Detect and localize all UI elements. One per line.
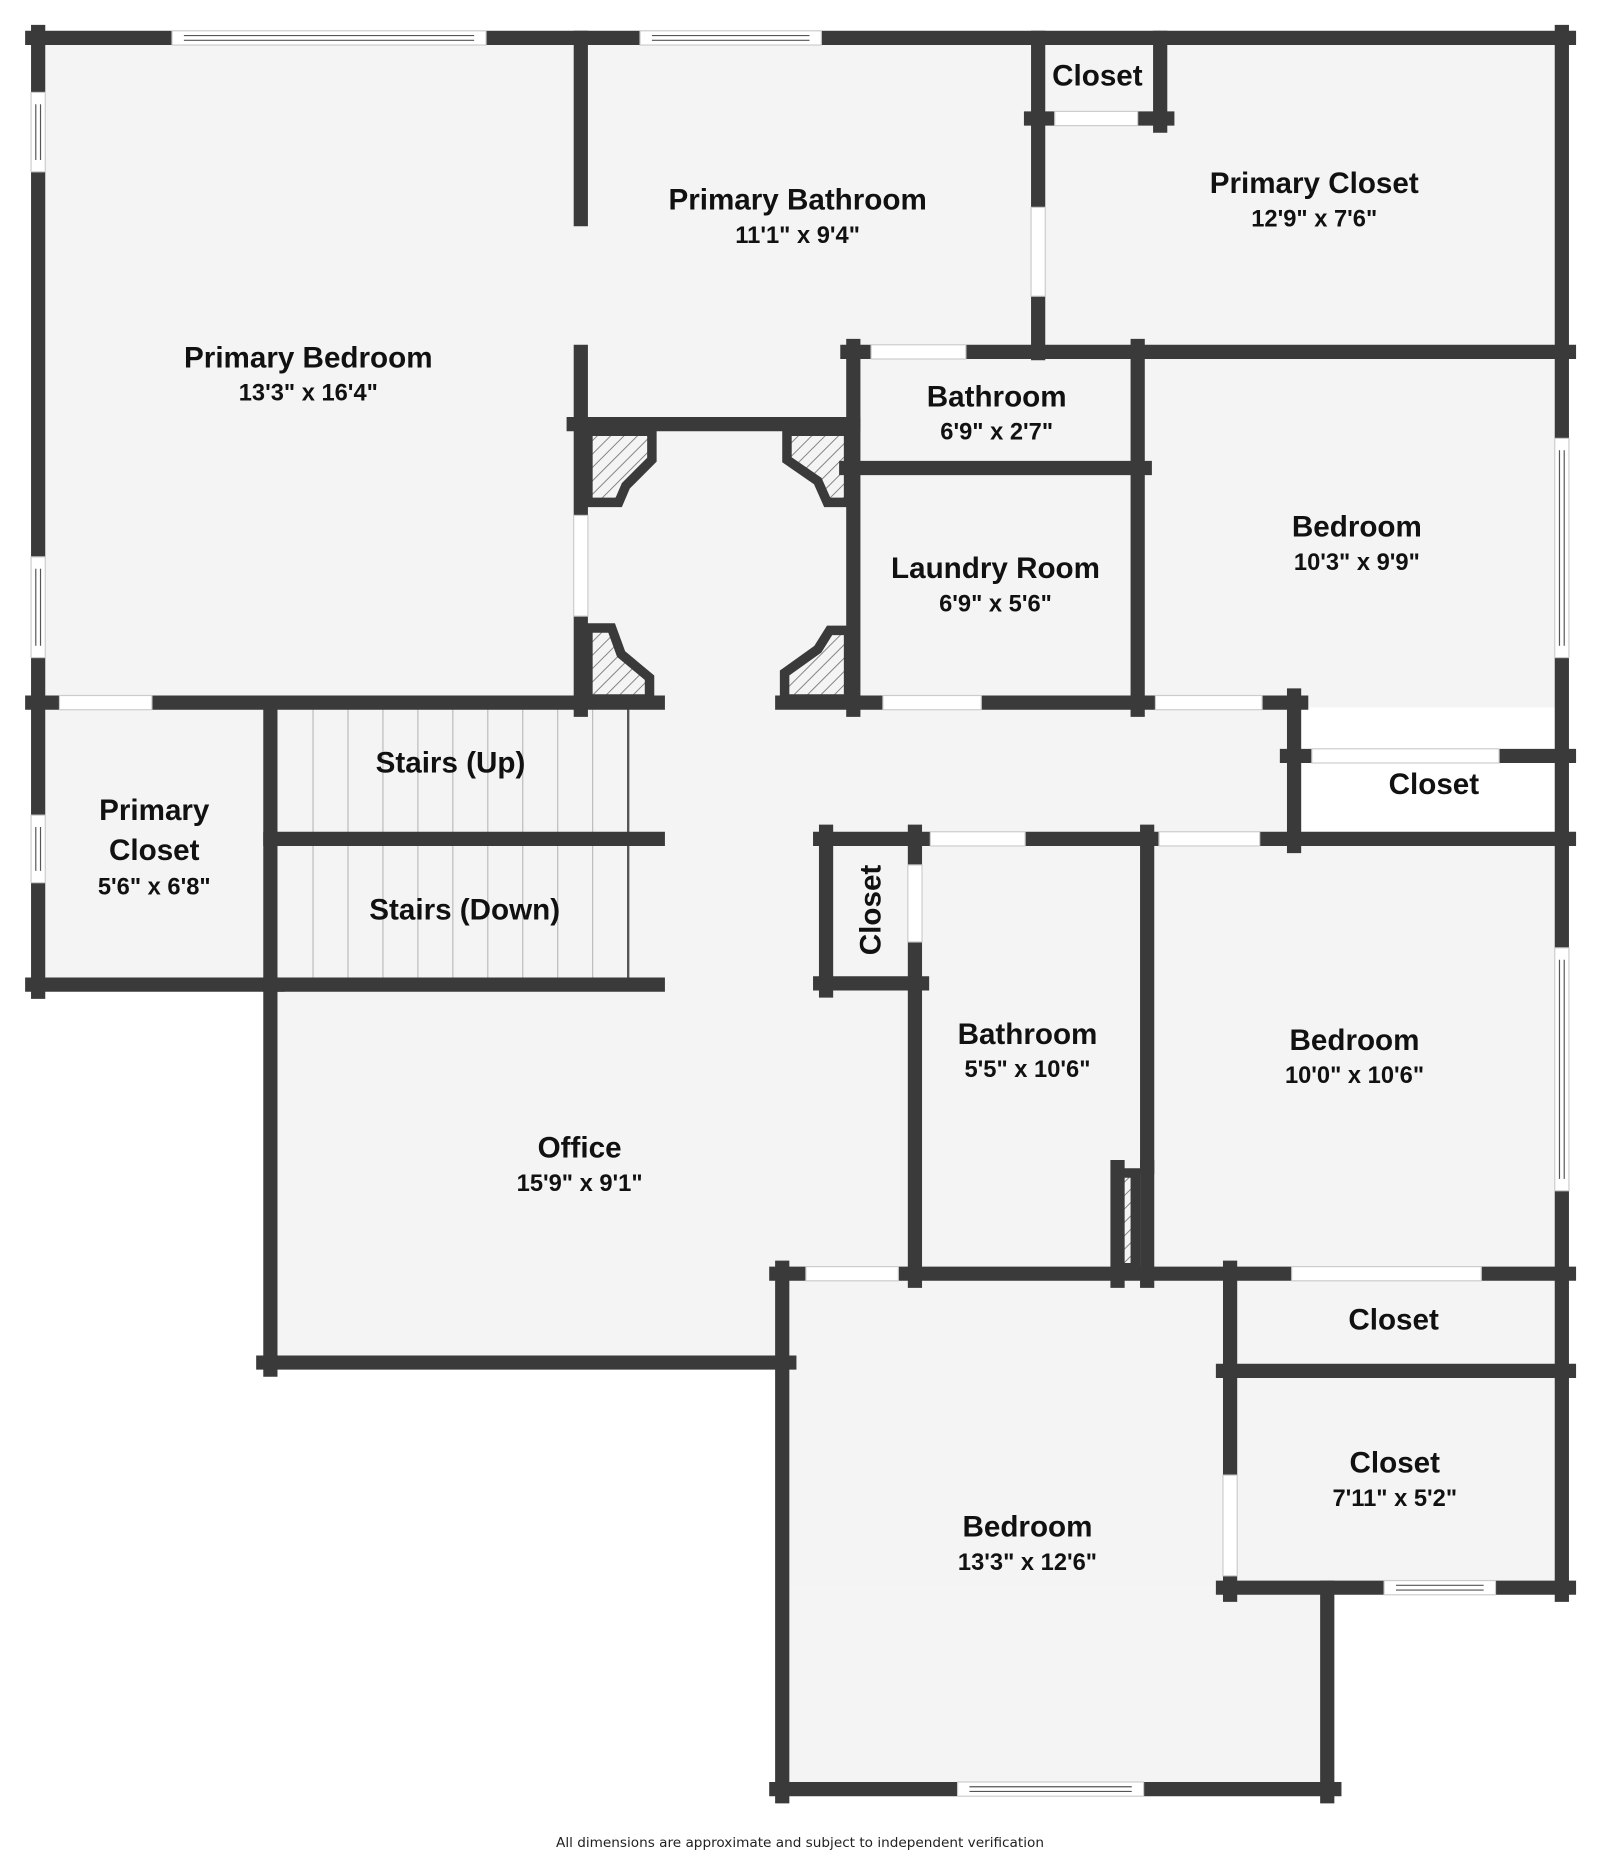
room-labels: Primary Bedroom 13'3" x 16'4" Primary Bat… (98, 59, 1479, 1576)
room-name: Bathroom (958, 1018, 1098, 1051)
window (639, 30, 822, 46)
room-closet-top: Closet (1052, 59, 1143, 92)
room-name: Stairs (Down) (369, 893, 560, 926)
room-dims: 6'9" x 2'7" (940, 420, 1053, 446)
room-dims: 11'1" x 9'4" (735, 223, 860, 249)
floor-area (782, 1273, 1569, 1588)
room-stairs-down: Stairs (Down) (369, 893, 560, 926)
room-name: Stairs (Up) (376, 747, 526, 780)
doorway (870, 344, 967, 360)
room-primary-bathroom: Primary Bathroom 11'1" x 9'4" (668, 184, 926, 249)
room-name: Closet (1350, 1447, 1441, 1480)
window (30, 91, 46, 173)
room-name: Bedroom (1292, 511, 1422, 544)
room-dims: 10'0" x 10'6" (1285, 1063, 1424, 1089)
hatched-columns (583, 426, 1141, 1273)
floor-area (38, 702, 276, 985)
room-office: Office 15'9" x 9'1" (517, 1132, 643, 1197)
room-name: Office (538, 1132, 622, 1165)
doorway (573, 514, 589, 617)
room-stairs-up: Stairs (Up) (376, 747, 526, 780)
doorway (929, 831, 1026, 847)
doorway (1311, 748, 1500, 764)
room-name: Bedroom (963, 1511, 1093, 1544)
room-laundry: Laundry Room 6'9" x 5'6" (891, 552, 1100, 617)
room-dims: 10'3" x 9'9" (1294, 550, 1420, 576)
room-name: Primary Bedroom (184, 341, 432, 374)
floor-area (270, 702, 1302, 845)
room-dims: 7'11" x 5'2" (1332, 1486, 1457, 1512)
room-name: Primary (99, 794, 210, 827)
room-primary-closet: Primary Closet 12'9" x 7'6" (1210, 167, 1419, 232)
doorway (1154, 694, 1263, 711)
doorway (907, 864, 923, 943)
room-dims: 6'9" x 5'6" (939, 591, 1052, 617)
room-closet-mid-right: Closet (1389, 768, 1480, 801)
room-name: Closet (109, 834, 200, 867)
doorway (1291, 1265, 1482, 1282)
room-name: Primary Bathroom (668, 184, 926, 217)
doorway (882, 694, 982, 711)
room-bedroom-middle: Bedroom 10'0" x 10'6" (1285, 1024, 1424, 1089)
room-name: Laundry Room (891, 552, 1100, 585)
room-name: Closet (1348, 1303, 1439, 1336)
doorway (1158, 831, 1261, 847)
room-closet-lower: Closet (1348, 1303, 1439, 1336)
doorway (1054, 110, 1139, 127)
floor-area (38, 37, 1562, 352)
openings (30, 30, 1570, 1797)
floor-area (270, 1267, 792, 1363)
room-bathroom-hall: Bathroom 5'5" x 10'6" (958, 1018, 1098, 1083)
window (1383, 1579, 1497, 1596)
room-name: Bathroom (927, 380, 1067, 413)
window (30, 814, 46, 884)
floor-area (782, 1587, 1328, 1790)
disclaimer: All dimensions are approximate and subje… (556, 1835, 1044, 1851)
room-dims: 13'3" x 12'6" (958, 1550, 1097, 1576)
room-dims: 12'9" x 7'6" (1251, 206, 1377, 232)
room-name: Closet (855, 865, 888, 956)
room-closet-vertical: Closet (855, 865, 888, 956)
doorway (1222, 1474, 1238, 1577)
room-bedroom-east: Bedroom 10'3" x 9'9" (1292, 511, 1422, 576)
window (956, 1781, 1145, 1797)
room-name: Closet (1052, 59, 1143, 92)
room-name: Primary Closet (1210, 167, 1419, 200)
doorway (58, 694, 153, 711)
window (1554, 437, 1570, 659)
window (30, 556, 46, 659)
room-bedroom-south: Bedroom 13'3" x 12'6" (958, 1511, 1097, 1576)
room-dims: 5'5" x 10'6" (965, 1057, 1091, 1083)
room-dims: 15'9" x 9'1" (517, 1171, 643, 1197)
room-dims: 13'3" x 16'4" (239, 380, 378, 406)
room-closet-walkin: Closet 7'11" x 5'2" (1332, 1447, 1457, 1512)
room-bathroom-small: Bathroom 6'9" x 2'7" (927, 380, 1067, 445)
room-name: Bedroom (1290, 1024, 1420, 1057)
window (171, 30, 487, 46)
window (1554, 947, 1570, 1192)
floor-area (38, 351, 1562, 708)
room-name: Closet (1389, 768, 1480, 801)
room-primary-bedroom: Primary Bedroom 13'3" x 16'4" (184, 341, 432, 406)
doorway (805, 1265, 899, 1282)
room-dims: 5'6" x 6'8" (98, 875, 211, 901)
doorway (1030, 206, 1046, 297)
